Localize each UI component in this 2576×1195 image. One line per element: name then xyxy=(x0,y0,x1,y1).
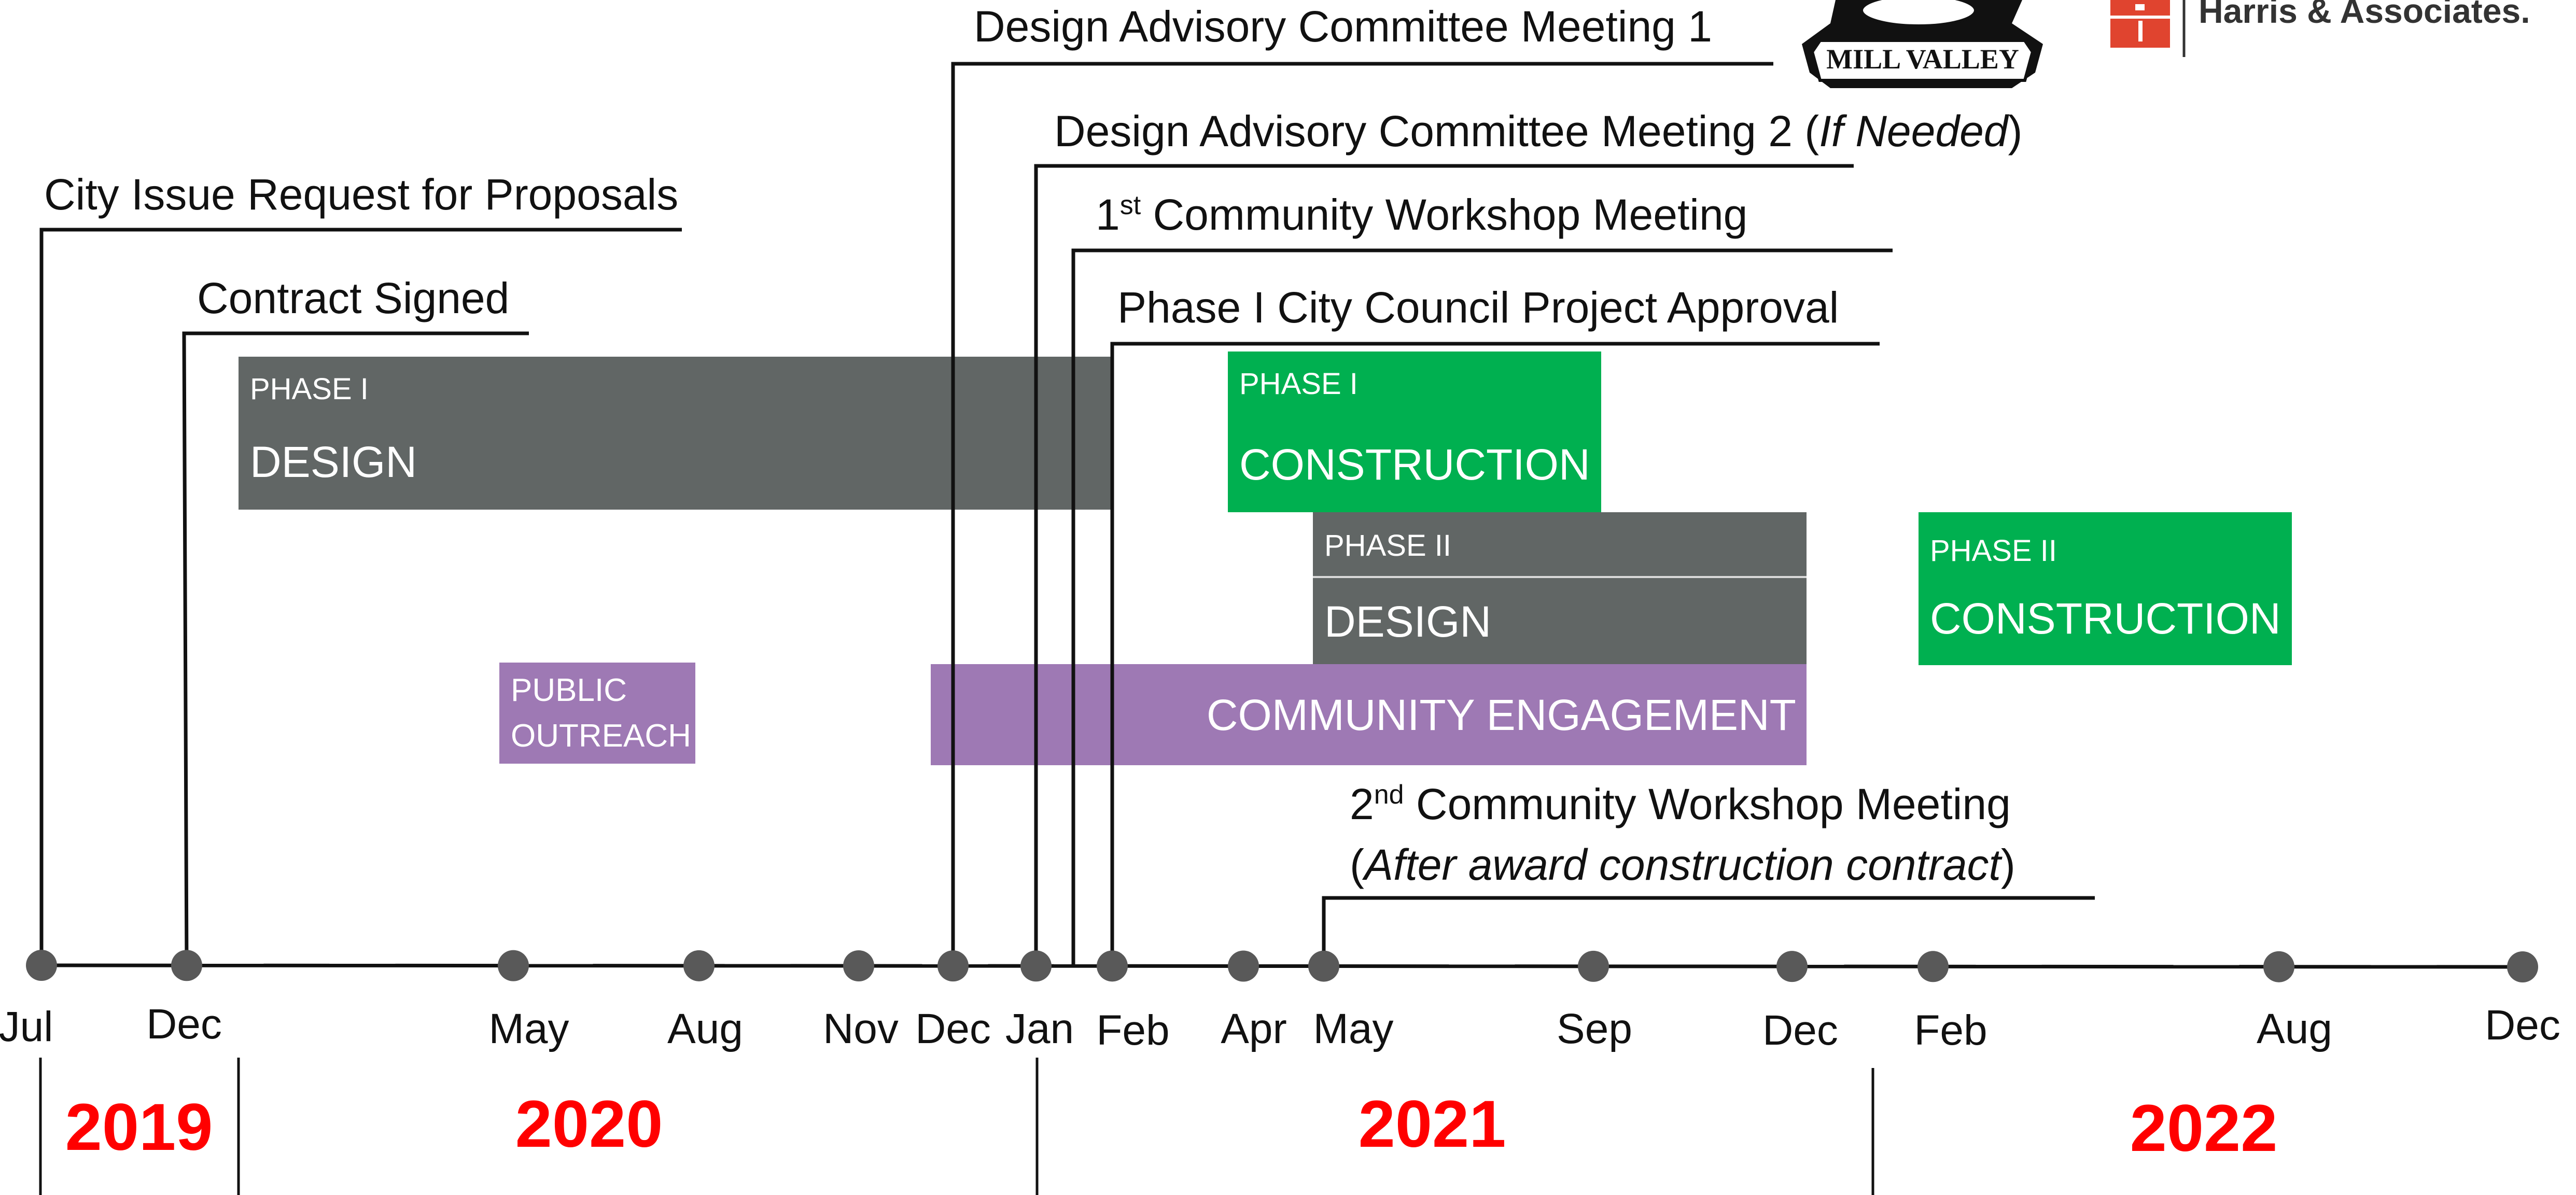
milestone-label-dac1: Design Advisory Committee Meeting 1 xyxy=(974,2,1712,51)
timeline-dot xyxy=(2507,951,2538,982)
timeline-dot xyxy=(843,950,874,982)
timeline-dot xyxy=(1228,950,1259,982)
month-label: Nov xyxy=(823,1005,899,1052)
timeline-dot xyxy=(1097,950,1128,982)
month-label: Feb xyxy=(1914,1007,1987,1054)
bar-public-outreach-line1: PUBLIC xyxy=(511,672,627,708)
bar-community-engagement-name: COMMUNITY ENGAGEMENT xyxy=(1207,691,1796,739)
firm-name: Harris & Associates. xyxy=(2199,0,2530,30)
bar-phase2-construction-phase: PHASE II xyxy=(1930,534,2057,568)
timeline-dot xyxy=(26,950,57,981)
bar-public-outreach: PUBLIC OUTREACH xyxy=(499,663,695,764)
bar-phase1-design: PHASE I DESIGN xyxy=(239,357,1112,510)
timeline-dot xyxy=(171,950,202,981)
bar-phase2-design-phase: PHASE II xyxy=(1324,529,1451,563)
milestone-label-contract: Contract Signed xyxy=(197,274,509,322)
year-label-2022: 2022 xyxy=(2130,1091,2278,1165)
timeline-month-labels: Jul Dec May Aug Nov Dec Jan Feb Apr May Sep Dec Feb A… xyxy=(0,1001,2560,1054)
milestone-line-workshop1 xyxy=(1071,248,1893,965)
month-label: Apr xyxy=(1221,1005,1287,1052)
milestone-line-contract xyxy=(182,331,529,966)
city-seal-logo: MILL VALLEY xyxy=(1802,0,2043,88)
timeline-dots xyxy=(26,950,2538,982)
milestone-label-workshop2-note: (After award construction contract) xyxy=(1350,840,2015,889)
timeline-dot xyxy=(1917,951,1949,982)
timeline-dot xyxy=(1020,950,1052,982)
bar-phase1-design-phase: PHASE I xyxy=(250,372,369,406)
bar-phase2-design-name: DESIGN xyxy=(1324,597,1491,646)
bar-phase1-construction: PHASE I CONSTRUCTION xyxy=(1228,352,1601,512)
bar-public-outreach-line2: OUTREACH xyxy=(511,718,691,754)
month-label: May xyxy=(489,1005,569,1052)
month-label: Dec xyxy=(915,1005,991,1052)
milestone-label-workshop2: 2nd Community Workshop Meeting xyxy=(1350,780,2011,828)
timeline-axis xyxy=(41,963,2523,969)
milestone-label-council: Phase I City Council Project Approval xyxy=(1117,283,1839,332)
bar-phase1-construction-name: CONSTRUCTION xyxy=(1239,440,1590,489)
month-label: Sep xyxy=(1557,1005,1632,1052)
month-label: Dec xyxy=(2485,1002,2560,1049)
milestone-line-workshop2 xyxy=(1322,896,2095,965)
month-label: Jul xyxy=(0,1003,53,1050)
month-label: May xyxy=(1313,1005,1394,1052)
timeline-dot xyxy=(498,950,529,981)
bar-phase2-design: PHASE II DESIGN xyxy=(1313,512,1807,665)
year-label-2019: 2019 xyxy=(65,1090,213,1164)
timeline-dot xyxy=(1776,951,1808,982)
year-label-2020: 2020 xyxy=(515,1087,663,1161)
milestone-line-council xyxy=(1110,342,1880,965)
timeline-dot xyxy=(1578,950,1609,982)
year-dividers xyxy=(39,1058,1874,1195)
month-label: Dec xyxy=(146,1001,222,1048)
month-label: Aug xyxy=(667,1005,743,1052)
bar-phase2-construction: PHASE II CONSTRUCTION xyxy=(1919,512,2292,665)
bar-community-engagement: COMMUNITY ENGAGEMENT xyxy=(931,664,1807,765)
timeline-dot xyxy=(937,950,969,982)
bar-phase1-construction-phase: PHASE I xyxy=(1239,367,1358,401)
milestone-label-rfp: City Issue Request for Proposals xyxy=(44,170,678,219)
milestone-line-dac2 xyxy=(1034,164,1854,965)
year-label-2021: 2021 xyxy=(1359,1087,1506,1161)
timeline-dot xyxy=(2263,951,2294,982)
timeline-dot xyxy=(1308,950,1339,982)
bar-phase1-design-name: DESIGN xyxy=(250,438,417,486)
city-seal-text: MILL VALLEY xyxy=(1826,44,2019,75)
milestone-line-rfp xyxy=(39,228,682,965)
month-label: Dec xyxy=(1762,1007,1838,1054)
month-label: Aug xyxy=(2257,1005,2332,1052)
milestone-label-workshop1: 1st Community Workshop Meeting xyxy=(1096,190,1747,239)
bar-phase2-construction-name: CONSTRUCTION xyxy=(1930,594,2281,643)
month-label: Jan xyxy=(1005,1005,1074,1052)
firm-logo: Harris & Associates. xyxy=(2110,0,2530,57)
timeline-dot xyxy=(683,950,715,981)
milestone-label-dac2: Design Advisory Committee Meeting 2 (If … xyxy=(1054,107,2023,156)
month-label: Feb xyxy=(1096,1007,1169,1054)
milestone-line-dac1 xyxy=(951,62,1773,965)
